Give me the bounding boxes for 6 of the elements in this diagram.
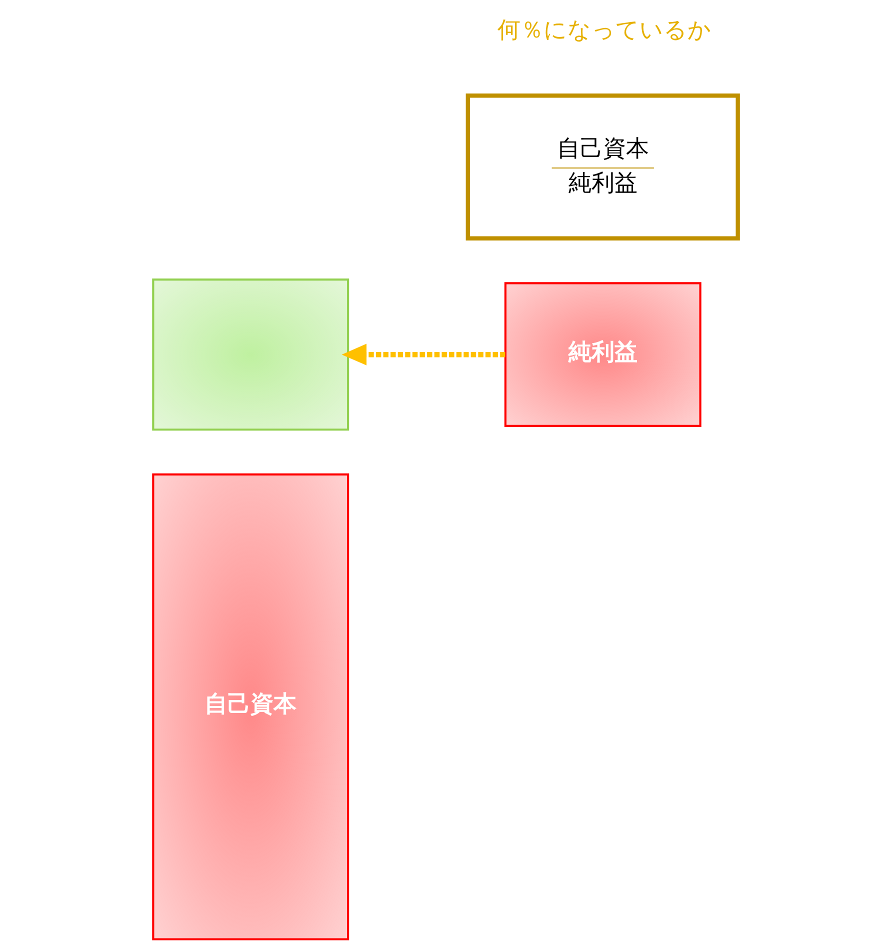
arrow [341, 344, 505, 366]
label: 何％になっているか [497, 17, 712, 44]
node-box: 自己資本 純利益 [465, 94, 740, 240]
node-box: 純利益 [504, 282, 701, 428]
node-box [152, 278, 349, 431]
node-box: 自己資本 [152, 473, 349, 940]
